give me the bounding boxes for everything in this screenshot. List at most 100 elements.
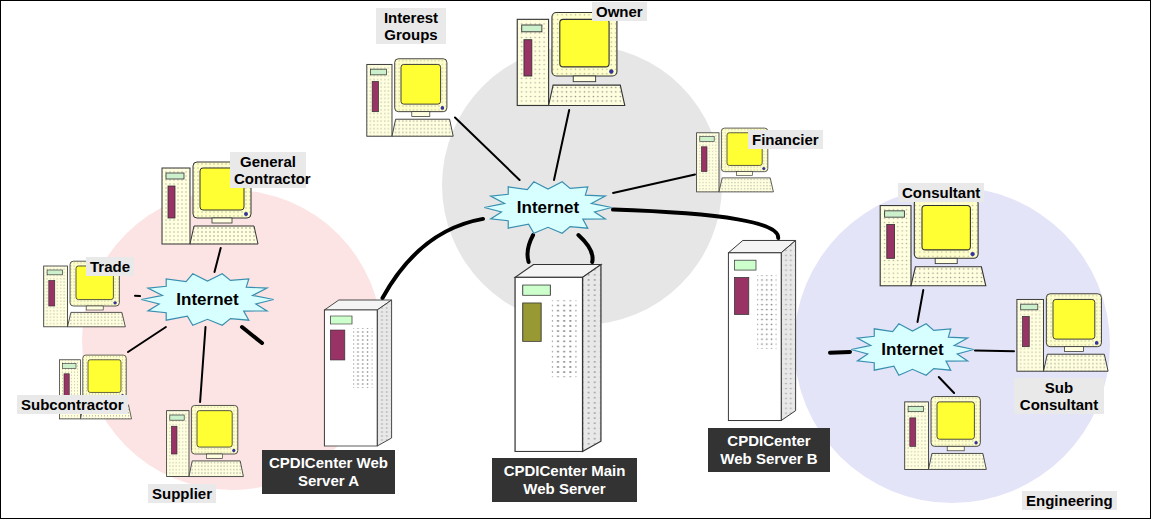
network-link [242,327,262,343]
shape [167,411,189,477]
shape [377,300,391,446]
computer-node: Interest Groups [365,8,455,140]
server-icon [322,298,394,448]
shape [377,300,391,446]
shape [395,59,447,112]
server-label: CPDICenter Web Server A [262,450,395,494]
shape [931,397,980,447]
party-label: Trade [86,257,134,276]
computer-icon [165,402,245,480]
internet-cloud-node: Internet [850,322,975,377]
shape [914,199,978,258]
network-link [128,327,166,352]
shape [168,186,175,218]
shape [609,69,613,74]
computer-node: Financier [695,125,823,195]
cloud-label: Internet [881,340,943,360]
cloud-text-wrap: Internet [850,322,975,377]
network-link [527,235,533,262]
computer-node: General Contractor [160,152,306,248]
shape [330,316,352,324]
shape [781,240,795,420]
link-line [939,377,954,393]
shape [922,206,970,250]
shape [232,449,235,452]
server-label: CPDICenter Main Web Server [492,458,637,502]
shape [44,266,68,327]
shape [719,178,773,192]
network-link [215,248,221,272]
server-icon [512,262,604,454]
cloud-label: Internet [517,198,579,218]
party-label: Engineering [1022,491,1117,510]
shape [552,13,617,76]
network-link [830,351,850,353]
shape [68,312,126,326]
shape [1023,316,1030,346]
shape [517,19,548,105]
computer-icon [1015,290,1110,375]
shape [517,19,548,105]
shape [914,199,978,258]
web-server-node: CPDICenter Web Server B [708,238,830,472]
shape [911,267,986,286]
network-link [554,110,569,180]
shape [937,402,974,439]
party-label: Interest Groups [376,8,446,44]
shape [162,168,190,244]
shape [549,85,625,105]
shape [552,13,617,76]
shape [141,274,273,325]
shape [47,270,62,275]
cloud-text-wrap: Internet [483,180,613,235]
shape [697,133,719,192]
network-link [939,377,954,393]
computer-node: Consultant [878,183,988,290]
shape [190,226,258,244]
web-server-node: CPDICenter Main Web Server [492,262,637,502]
party-label: Subcontractor [17,395,128,414]
network-link [578,235,592,262]
shape [523,285,551,295]
shape [191,405,237,454]
shape [887,225,895,259]
party-label: Consultant [898,183,984,202]
shape [719,178,773,192]
link-line [383,219,484,298]
shape [583,265,601,452]
link-line [554,110,569,180]
party-label: Financier [748,130,823,149]
shape [851,324,974,375]
link-line [613,210,778,238]
cloud-label: Internet [176,290,238,310]
shape [372,81,378,111]
computer-icon [903,393,988,473]
link-line [578,235,592,262]
shape [412,112,430,117]
shape [207,454,223,458]
shape [83,355,127,399]
shape [484,182,611,233]
shape [1053,299,1095,339]
cloud-text-wrap: Internet [140,272,275,327]
link-line [128,327,166,352]
shape [330,330,344,360]
network-link [200,327,205,402]
internet-cloud-node: Internet [140,272,275,327]
network-link [455,118,520,181]
shape [728,253,781,421]
network-link [383,219,484,298]
network-link [613,174,695,193]
shape [1017,299,1044,371]
shape [947,446,964,450]
shape [1044,354,1109,371]
server-icon [726,238,798,423]
shape [905,402,929,470]
shape [880,206,911,286]
computer-node: Trade [42,257,135,330]
link-line [200,327,205,402]
shape [1046,294,1101,347]
shape [162,168,190,244]
shape [697,133,719,192]
